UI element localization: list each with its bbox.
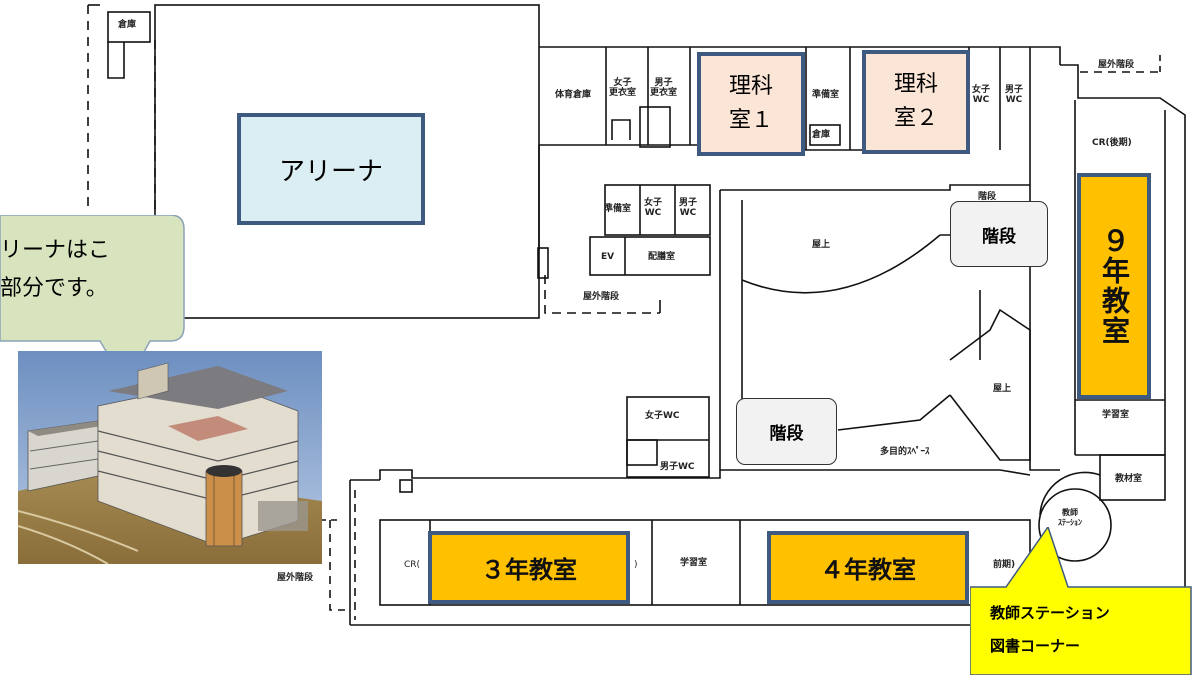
label-study-room-right: 学習室 <box>1102 410 1130 420</box>
label-storage-room: 倉庫 <box>118 20 137 30</box>
science-room-2-label: 理科 室２ <box>893 72 938 131</box>
label-cr-right: 前期) <box>993 560 1016 570</box>
stairs-lower: 階段 <box>736 398 837 465</box>
materials-room <box>1099 454 1166 501</box>
stairs-lower-label: 階段 <box>769 424 804 444</box>
label-teacher-station: 教師 ｽﾃｰｼｮﾝ <box>1058 508 1082 527</box>
label-prep-room-2: 準備室 <box>604 204 632 214</box>
wc-box <box>639 106 671 148</box>
upper-wing-top <box>539 46 1061 65</box>
label-distribution: 配膳室 <box>648 252 676 262</box>
classroom-grade-9: ９年教室 <box>1077 173 1151 399</box>
label-girls-changing: 女子 更衣室 <box>609 78 637 98</box>
station-callout-line2: 図書コーナー <box>990 637 1081 655</box>
station-callout-text: 教師ステーション 図書コーナー <box>990 597 1110 663</box>
label-boys-wc-lower: 男子WC <box>660 462 695 472</box>
lower-wing-top <box>379 469 1031 480</box>
label-boys-wc: 男子 WC <box>1005 85 1024 105</box>
right-inner-wall <box>1029 150 1060 471</box>
small-door <box>537 247 549 279</box>
building-photo <box>18 351 322 564</box>
science-room-1: 理科 室１ <box>697 52 805 156</box>
science-room-1-label: 理科 室１ <box>728 74 773 133</box>
label-ev: EV <box>601 252 615 262</box>
right-wing-outer <box>1060 64 1186 590</box>
roof-diag <box>837 394 951 431</box>
label-outdoor-stairs-lower: 屋外階段 <box>277 573 314 583</box>
label-study-room-lower: 学習室 <box>680 558 708 568</box>
classroom-grade-9-label: ９年教室 <box>1098 226 1131 346</box>
ev-block <box>589 236 711 276</box>
label-roof-2: 屋上 <box>993 384 1012 394</box>
label-outdoor-stairs-top: 屋外階段 <box>1098 60 1135 70</box>
small-room-step <box>107 42 125 79</box>
label-boys-wc-mid: 男子 WC <box>679 198 698 218</box>
label-store: 倉庫 <box>812 130 831 140</box>
label-prep-room: 準備室 <box>812 90 840 100</box>
label-paren: ) <box>634 560 638 570</box>
wc-lower-stall <box>626 439 658 466</box>
roof-top <box>720 184 1030 191</box>
stairs-upper-label: 階段 <box>982 226 1016 247</box>
label-girls-wc: 女子 WC <box>972 85 991 105</box>
station-arc <box>1039 471 1101 516</box>
label-roof-1: 屋上 <box>812 240 831 250</box>
wc-lower-block <box>626 396 710 478</box>
label-girls-wc-lower: 女子WC <box>645 411 680 421</box>
small-room <box>107 11 151 43</box>
classroom-grade-4: ４年教室 <box>767 531 969 604</box>
roof-right-poly <box>949 308 1031 461</box>
label-cr-late: CR(後期) <box>1092 138 1132 148</box>
utility-block <box>604 184 711 236</box>
classroom-grade-3-label: ３年教室 <box>481 556 577 584</box>
arena-label: アリーナ <box>278 156 383 187</box>
arena-callout-bubble <box>0 215 185 387</box>
arena-callout-line1: リーナはこ <box>0 238 111 263</box>
arena-box: アリーナ <box>237 113 425 225</box>
station-callout-bubble <box>970 527 1192 675</box>
classroom-grade-3: ３年教室 <box>428 531 630 604</box>
lower-outdoor-dashed-2 <box>329 520 345 611</box>
label-outdoor-stairs-mid: 屋外階段 <box>583 292 620 302</box>
label-materials: 教材室 <box>1115 474 1143 484</box>
arena-callout-text: リーナはこ 部分です。 <box>0 232 110 308</box>
roof-arc <box>741 234 941 294</box>
small-square <box>399 479 413 493</box>
label-cr-left: CR( <box>404 560 421 570</box>
arena-callout-line2: 部分です。 <box>0 276 108 301</box>
label-sports-storage: 体育倉庫 <box>555 90 592 100</box>
station-circle <box>1038 488 1112 562</box>
door <box>611 119 631 140</box>
stairs-upper: 階段 <box>950 201 1048 267</box>
label-multipurpose: 多目的ｽﾍﾟｰｽ <box>880 447 930 457</box>
classroom-grade-4-label: ４年教室 <box>820 556 916 584</box>
outdoor-stairs-center <box>544 275 660 314</box>
science-room-2: 理科 室２ <box>862 50 970 154</box>
station-callout-line1: 教師ステーション <box>990 604 1110 622</box>
label-boys-changing: 男子 更衣室 <box>650 78 678 98</box>
label-stairs-small: 階段 <box>978 192 997 202</box>
storage-box <box>809 124 841 146</box>
label-girls-wc-mid: 女子 WC <box>644 198 663 218</box>
